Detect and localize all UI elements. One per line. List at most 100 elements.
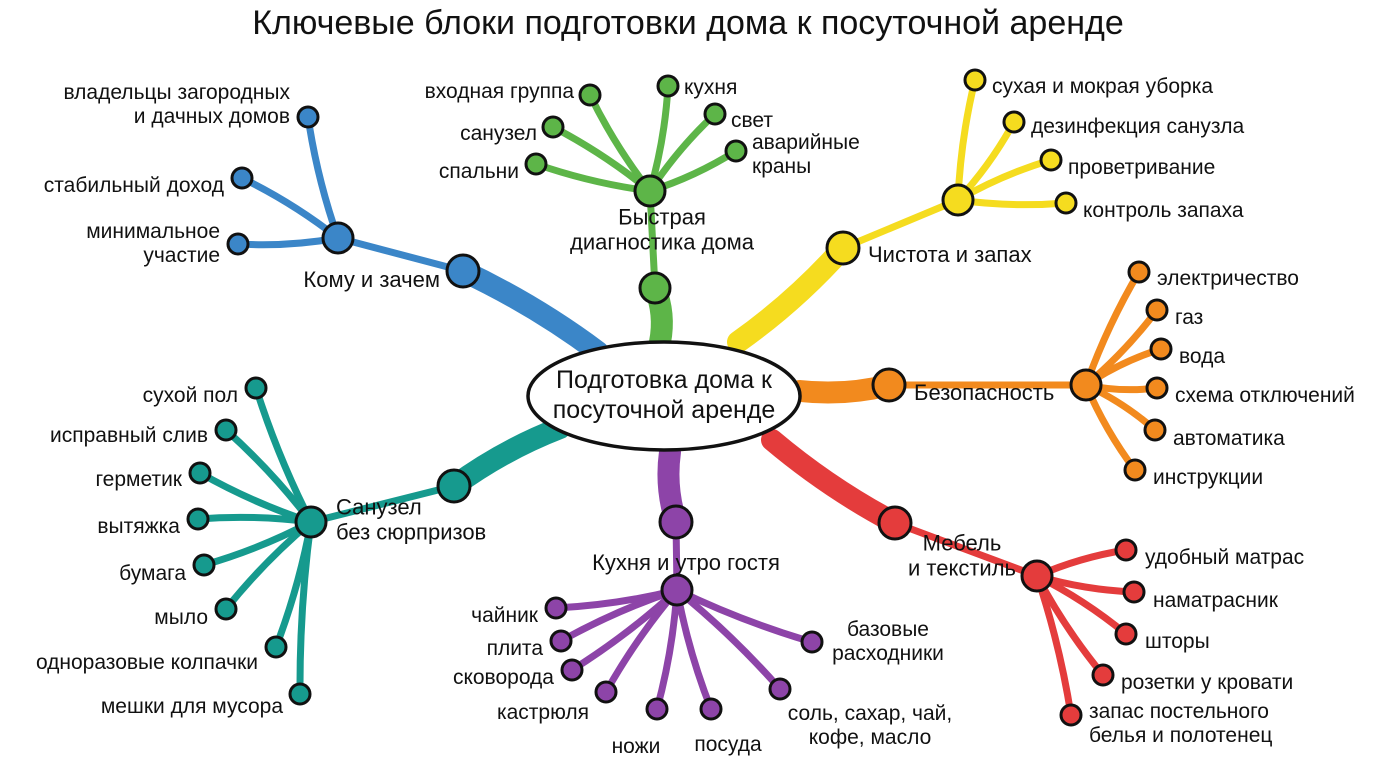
leaf-label-kitchen-line: чайник bbox=[471, 604, 539, 627]
leaf-label-bathroom-line: вытяжка bbox=[97, 515, 180, 538]
leaf-label-kitchen: плита bbox=[487, 637, 544, 660]
leaf-node-furniture bbox=[1059, 703, 1083, 727]
child-link-furniture bbox=[1033, 572, 1075, 719]
leaf-label-bathroom-line: герметик bbox=[95, 468, 182, 491]
branch-label-cleanliness: Чистота и запах bbox=[868, 242, 1032, 267]
leaf-node-safety bbox=[1123, 458, 1147, 482]
leaf-label-audience-line: участие bbox=[143, 244, 220, 267]
hub-node-safety bbox=[1069, 368, 1103, 402]
leaf-label-safety: схема отключений bbox=[1175, 384, 1355, 407]
leaf-node-kitchen bbox=[768, 677, 792, 701]
hub-node-furniture bbox=[1020, 559, 1054, 593]
leaf-node-cleanliness bbox=[1054, 191, 1078, 215]
branch-node-furniture bbox=[877, 505, 913, 541]
leaf-label-cleanliness-line: контроль запаха bbox=[1083, 199, 1244, 222]
leaf-node-furniture bbox=[1091, 663, 1115, 687]
leaf-node-kitchen bbox=[549, 629, 573, 653]
branch-label-furniture-line: и текстиль bbox=[908, 556, 1016, 581]
leaf-label-furniture: удобный матрас bbox=[1145, 546, 1304, 569]
child-link-diagnostics bbox=[586, 91, 654, 195]
leaf-label-furniture: шторы bbox=[1145, 630, 1210, 653]
branch-label-audience-line: Кому и зачем bbox=[303, 267, 440, 292]
branch-label-kitchen-line: Кухня и утро гостя bbox=[592, 550, 780, 575]
leaf-label-furniture-line: удобный матрас bbox=[1145, 546, 1304, 569]
branch-node-kitchen bbox=[658, 504, 694, 540]
leaf-node-bathroom bbox=[192, 553, 216, 577]
leaf-label-kitchen-line: соль, сахар, чай, bbox=[788, 702, 952, 725]
leaf-label-kitchen: чайник bbox=[471, 604, 539, 627]
leaf-label-diagnostics: кухня bbox=[684, 76, 737, 99]
leaf-label-diagnostics: входная группа bbox=[425, 80, 575, 103]
leaf-label-kitchen: кастрюля bbox=[497, 701, 589, 724]
leaf-node-kitchen bbox=[544, 596, 568, 620]
leaf-node-diagnostics bbox=[578, 83, 602, 107]
leaf-label-safety: инструкции bbox=[1153, 466, 1263, 489]
leaf-node-audience bbox=[296, 105, 320, 129]
central-topic-label-line: посуточной аренде bbox=[553, 396, 776, 424]
branch-label-diagnostics-line: диагностика дома bbox=[570, 230, 755, 255]
leaf-label-diagnostics-line: входная группа bbox=[425, 80, 575, 103]
leaf-node-kitchen bbox=[699, 697, 723, 721]
branch-label-safety-line: Безопасность bbox=[914, 380, 1054, 405]
leaf-label-bathroom-line: одноразовые колпачки bbox=[36, 651, 258, 674]
branch-label-cleanliness-line: Чистота и запах bbox=[868, 242, 1032, 267]
leaf-label-kitchen-line: расходники bbox=[832, 642, 944, 665]
leaf-node-bathroom bbox=[288, 682, 312, 706]
leaf-label-cleanliness: проветривание bbox=[1068, 156, 1215, 179]
leaf-label-bathroom: сухой пол bbox=[143, 384, 238, 407]
branch-node-audience bbox=[445, 253, 481, 289]
hub-node-cleanliness bbox=[941, 183, 975, 217]
leaf-label-diagnostics-line: спальни bbox=[439, 160, 519, 183]
leaf-label-furniture-line: запас постельного bbox=[1089, 700, 1269, 723]
leaf-node-safety bbox=[1127, 260, 1151, 284]
leaf-label-bathroom-line: исправный слив bbox=[50, 424, 208, 447]
child-link-kitchen bbox=[673, 586, 784, 693]
leaf-node-diagnostics bbox=[724, 139, 748, 163]
branch-node-cleanliness bbox=[825, 230, 861, 266]
leaf-node-diagnostics bbox=[656, 74, 680, 98]
leaf-label-bathroom: вытяжка bbox=[97, 515, 180, 538]
branch-label-audience: Кому и зачем bbox=[303, 267, 440, 292]
main-branch-furniture bbox=[761, 429, 906, 534]
leaf-label-kitchen-line: кофе, масло bbox=[809, 726, 932, 749]
leaf-label-bathroom: мешки для мусора bbox=[101, 695, 283, 718]
leaf-label-bathroom: бумага bbox=[119, 562, 186, 585]
leaf-label-diagnostics-line: краны bbox=[752, 155, 811, 178]
leaf-label-kitchen: ножи bbox=[612, 735, 661, 758]
branch-label-furniture-line: Мебель bbox=[923, 531, 1002, 556]
leaf-node-safety bbox=[1145, 298, 1169, 322]
leaf-node-audience bbox=[226, 232, 250, 256]
leaf-node-kitchen bbox=[645, 697, 669, 721]
branch-label-kitchen: Кухня и утро гостя bbox=[592, 550, 780, 575]
leaf-node-furniture bbox=[1122, 580, 1146, 604]
leaf-node-diagnostics bbox=[703, 102, 727, 126]
leaf-node-safety bbox=[1149, 337, 1173, 361]
leaf-label-kitchen: посуда bbox=[694, 733, 762, 756]
leaf-label-furniture: розетки у кровати bbox=[1121, 671, 1293, 694]
leaf-label-bathroom: герметик bbox=[95, 468, 182, 491]
leaf-node-kitchen bbox=[800, 630, 824, 654]
leaf-label-kitchen-line: посуда bbox=[694, 733, 762, 756]
leaf-node-kitchen bbox=[560, 658, 584, 682]
leaf-label-diagnostics-line: санузел bbox=[460, 122, 537, 145]
leaf-node-cleanliness bbox=[1039, 148, 1063, 172]
leaf-label-kitchen: соль, сахар, чай,кофе, масло bbox=[788, 702, 952, 749]
leaf-label-bathroom-line: мешки для мусора bbox=[101, 695, 283, 718]
leaf-node-safety bbox=[1143, 418, 1167, 442]
leaf-label-furniture-line: розетки у кровати bbox=[1121, 671, 1293, 694]
leaf-label-bathroom-line: мыло bbox=[154, 606, 208, 629]
leaf-label-kitchen: сковорода bbox=[453, 666, 554, 689]
branch-node-bathroom bbox=[436, 468, 472, 504]
leaf-node-bathroom bbox=[214, 597, 238, 621]
hub-node-kitchen bbox=[660, 573, 694, 607]
leaf-label-diagnostics: свет bbox=[731, 109, 773, 132]
leaf-label-kitchen-line: плита bbox=[487, 637, 544, 660]
leaf-label-bathroom: исправный слив bbox=[50, 424, 208, 447]
